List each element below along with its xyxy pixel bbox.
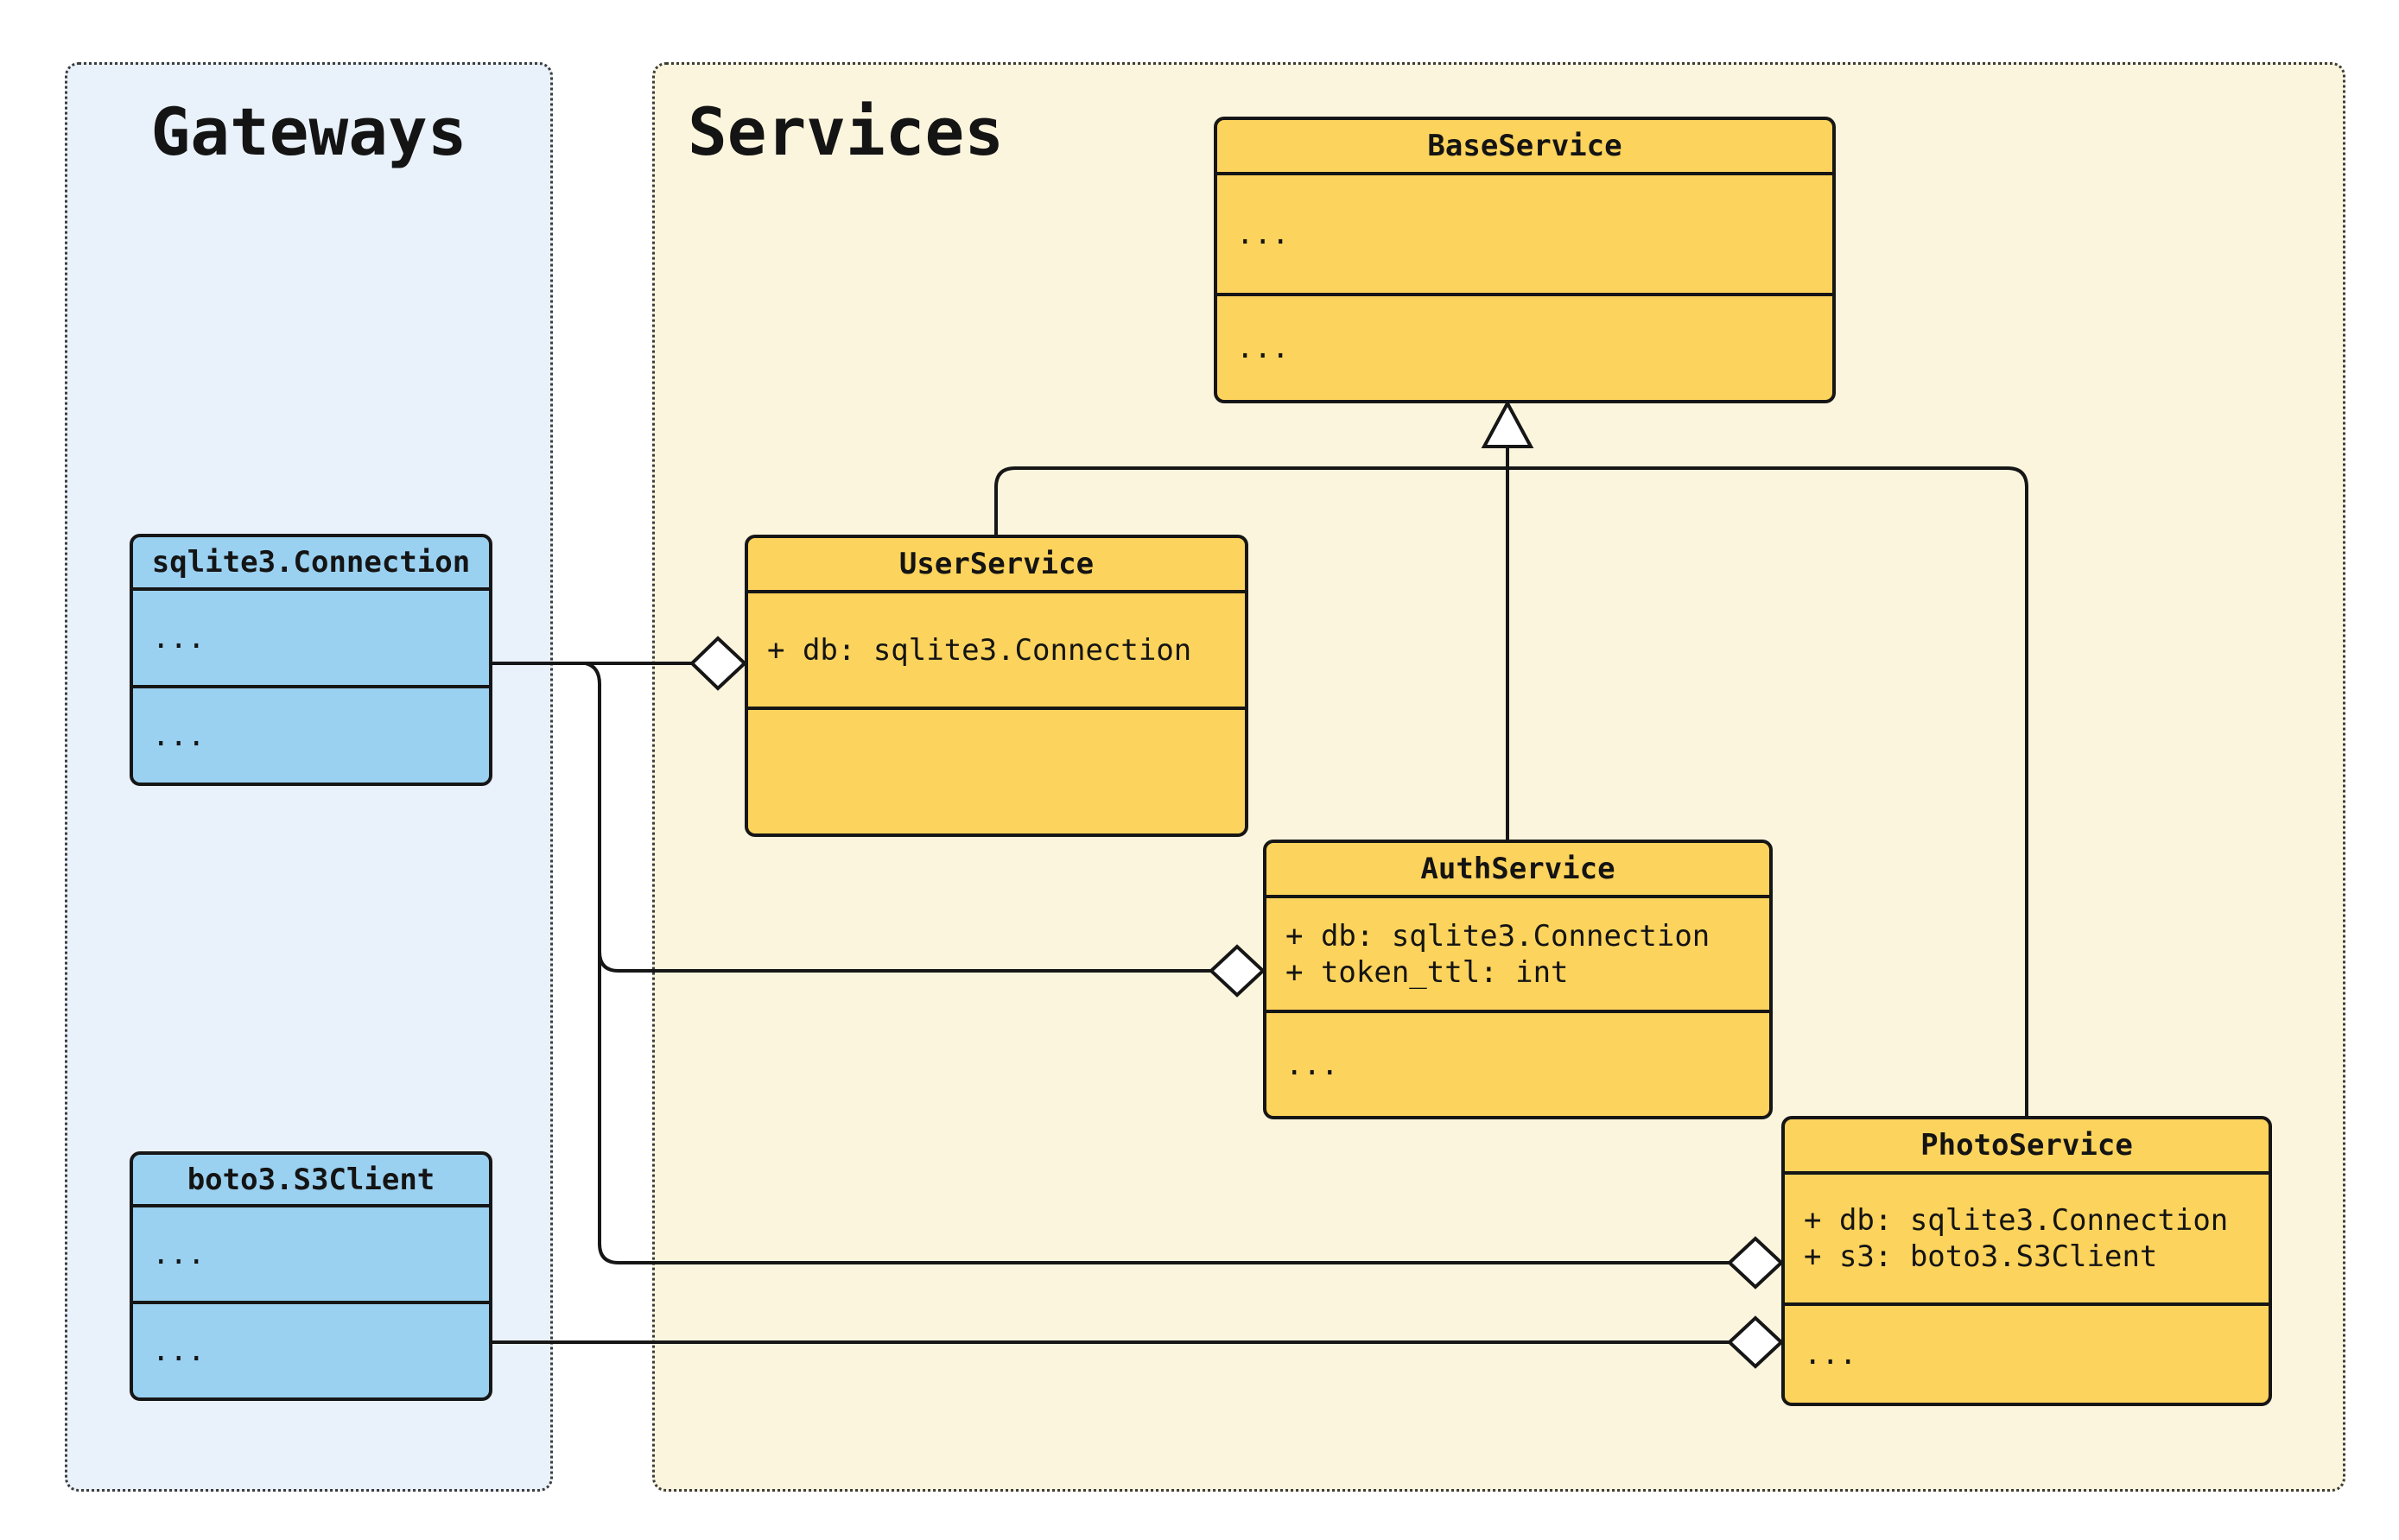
class-attributes: + db: sqlite3.Connection + token_ttl: in… (1266, 895, 1769, 1010)
class-attributes: ... (133, 1204, 489, 1301)
method: ... (1285, 1047, 1339, 1082)
attribute: + db: sqlite3.Connection (767, 632, 1192, 668)
method: ... (1236, 331, 1290, 365)
class-title: PhotoService (1920, 1128, 2133, 1163)
method: ... (1804, 1337, 1857, 1372)
class-methods: ... (133, 1301, 489, 1397)
attribute: ... (152, 1237, 206, 1271)
class-photoservice: PhotoService + db: sqlite3.Connection + … (1781, 1116, 2272, 1406)
attribute: ... (152, 620, 206, 656)
class-boto3-s3client: boto3.S3Client ... ... (130, 1151, 492, 1401)
attribute: + db: sqlite3.Connection (1804, 1203, 2229, 1238)
attribute: ... (1236, 217, 1290, 251)
attribute: + token_ttl: int (1285, 954, 1569, 990)
class-attributes: + db: sqlite3.Connection (748, 590, 1245, 707)
class-authservice: AuthService + db: sqlite3.Connection + t… (1263, 840, 1773, 1119)
services-title: Services (688, 93, 1005, 170)
class-title: UserService (898, 547, 1095, 581)
class-title: boto3.S3Client (187, 1162, 435, 1197)
class-methods: ... (1266, 1010, 1769, 1116)
class-methods: ... (1217, 293, 1832, 400)
class-title: BaseService (1427, 129, 1622, 163)
attribute: + s3: boto3.S3Client (1804, 1239, 2158, 1274)
class-attributes: ... (133, 587, 489, 685)
method: ... (152, 718, 206, 753)
class-title: sqlite3.Connection (151, 545, 471, 580)
class-userservice: UserService + db: sqlite3.Connection (745, 535, 1248, 837)
class-title: AuthService (1420, 852, 1615, 886)
method: ... (152, 1334, 206, 1368)
class-baseservice: BaseService ... ... (1214, 117, 1836, 403)
attribute: + db: sqlite3.Connection (1285, 918, 1710, 954)
class-methods: ... (133, 685, 489, 783)
class-methods (748, 707, 1245, 833)
class-sqlite3-connection: sqlite3.Connection ... ... (130, 534, 492, 786)
gateways-title: Gateways (150, 93, 467, 170)
class-methods: ... (1785, 1302, 2269, 1403)
class-attributes: + db: sqlite3.Connection + s3: boto3.S3C… (1785, 1171, 2269, 1302)
class-attributes: ... (1217, 172, 1832, 293)
